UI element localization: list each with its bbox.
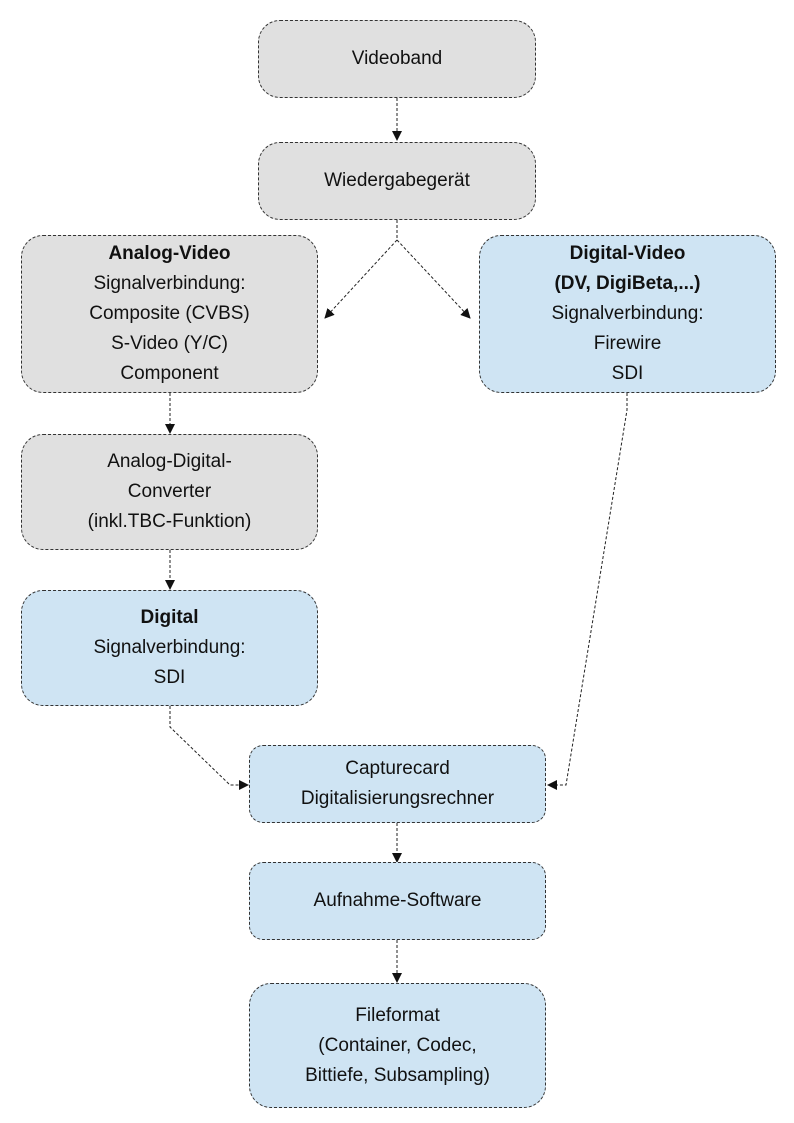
node-analog-video-line: Composite (CVBS) xyxy=(89,303,250,324)
node-analog-video: Analog-Video Signalverbindung: Composite… xyxy=(21,235,318,393)
edge-wiedergabe-digitalvideo xyxy=(396,239,471,319)
node-wiedergabegeraet-label: Wiedergabegerät xyxy=(324,170,470,191)
node-capturecard: Capturecard Digitalisierungsrechner xyxy=(249,745,546,823)
node-adc-line: (inkl.TBC-Funktion) xyxy=(87,511,252,532)
node-capturecard-line: Digitalisierungsrechner xyxy=(300,788,495,809)
node-digital-video: Digital-Video (DV, DigiBeta,...) Signalv… xyxy=(479,235,776,393)
node-digital-video-line: Firewire xyxy=(593,333,662,354)
node-fileformat-line: Fileformat xyxy=(355,1004,440,1026)
node-videoband: Videoband xyxy=(258,20,536,98)
node-analog-video-line: S-Video (Y/C) xyxy=(111,333,228,354)
edge-digitalvideo-capture xyxy=(547,393,628,790)
node-digital: Digital Signalverbindung: SDI xyxy=(21,590,318,706)
node-digital-title: Digital xyxy=(140,607,199,628)
node-digital-video-line: SDI xyxy=(611,363,644,384)
node-wiedergabegeraet: Wiedergabegerät xyxy=(258,142,536,220)
edge-wiedergabe-analog xyxy=(324,220,398,319)
node-fileformat-line: (Container, Codec, xyxy=(318,1034,477,1056)
node-adc: Analog-Digital- Converter (inkl.TBC-Funk… xyxy=(21,434,318,550)
node-adc-line: Analog-Digital- xyxy=(107,451,232,472)
edge-digital-capture xyxy=(169,706,249,790)
node-capturecard-line: Capturecard xyxy=(345,758,450,779)
node-aufnahme-software: Aufnahme-Software xyxy=(249,862,546,940)
node-videoband-label: Videoband xyxy=(351,48,443,69)
node-digital-video-subtitle: (DV, DigiBeta,...) xyxy=(554,273,701,294)
node-fileformat: Fileformat (Container, Codec, Bittiefe, … xyxy=(249,983,546,1108)
node-analog-video-line: Component xyxy=(120,363,219,384)
node-digital-video-title: Digital-Video xyxy=(569,243,686,264)
node-adc-line: Converter xyxy=(127,481,212,502)
node-digital-line: SDI xyxy=(153,667,186,688)
node-analog-video-line: Signalverbindung: xyxy=(93,273,246,294)
node-digital-line: Signalverbindung: xyxy=(93,637,246,658)
node-fileformat-line: Bittiefe, Subsampling) xyxy=(305,1064,490,1086)
node-aufnahme-software-label: Aufnahme-Software xyxy=(313,890,482,911)
node-analog-video-title: Analog-Video xyxy=(108,243,231,264)
node-digital-video-line: Signalverbindung: xyxy=(551,303,704,324)
